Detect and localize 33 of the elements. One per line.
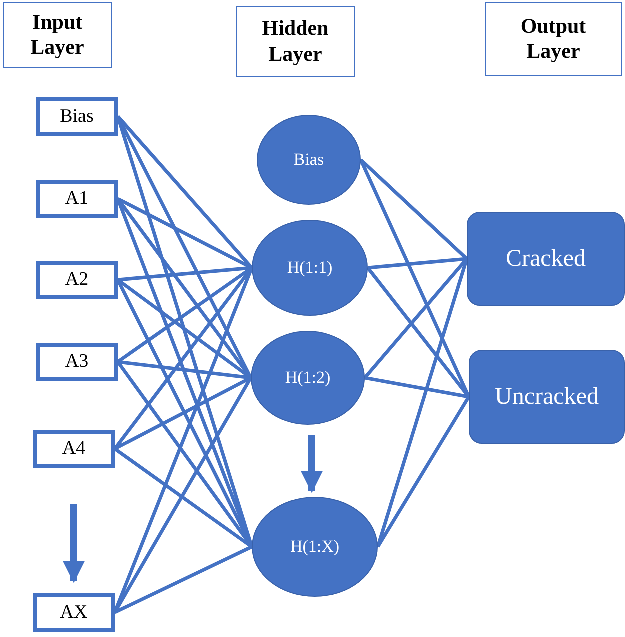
- node-label: A2: [65, 269, 89, 291]
- node-label: H(1:1): [287, 258, 333, 278]
- arrow: [300, 435, 324, 494]
- layer-heading: [3, 2, 112, 68]
- output-node-box: [469, 350, 625, 444]
- input-node-box: [33, 593, 115, 632]
- node-label: H(1:2): [285, 368, 331, 388]
- node-label: Cracked: [506, 246, 586, 272]
- node-label: A3: [65, 351, 89, 373]
- input-node-box: [36, 180, 118, 218]
- node-label: A4: [62, 438, 86, 460]
- node-label: Uncracked: [495, 384, 599, 410]
- input-node-box: [36, 261, 118, 299]
- input-node-box: [36, 343, 118, 381]
- node-label: H(1:X): [290, 537, 340, 557]
- layer-heading: [485, 2, 622, 76]
- connection-line: [376, 396, 470, 548]
- node-label: Hidden Layer: [261, 16, 330, 67]
- connection-line: [114, 545, 253, 614]
- connection-line: [360, 158, 468, 260]
- output-node-box: [467, 212, 625, 306]
- node-label: AX: [60, 602, 88, 624]
- node-label: Output Layer: [520, 14, 588, 64]
- node-label: Bias: [294, 150, 324, 170]
- connection-line: [368, 257, 468, 270]
- node-label: A1: [65, 188, 89, 210]
- input-node-box: [36, 97, 118, 136]
- input-node-box: [33, 430, 115, 468]
- node-label: Bias: [60, 106, 94, 128]
- node-label: Input Layer: [30, 10, 86, 60]
- arrow: [62, 504, 86, 584]
- layer-heading: [236, 6, 355, 77]
- connection-line: [364, 376, 470, 399]
